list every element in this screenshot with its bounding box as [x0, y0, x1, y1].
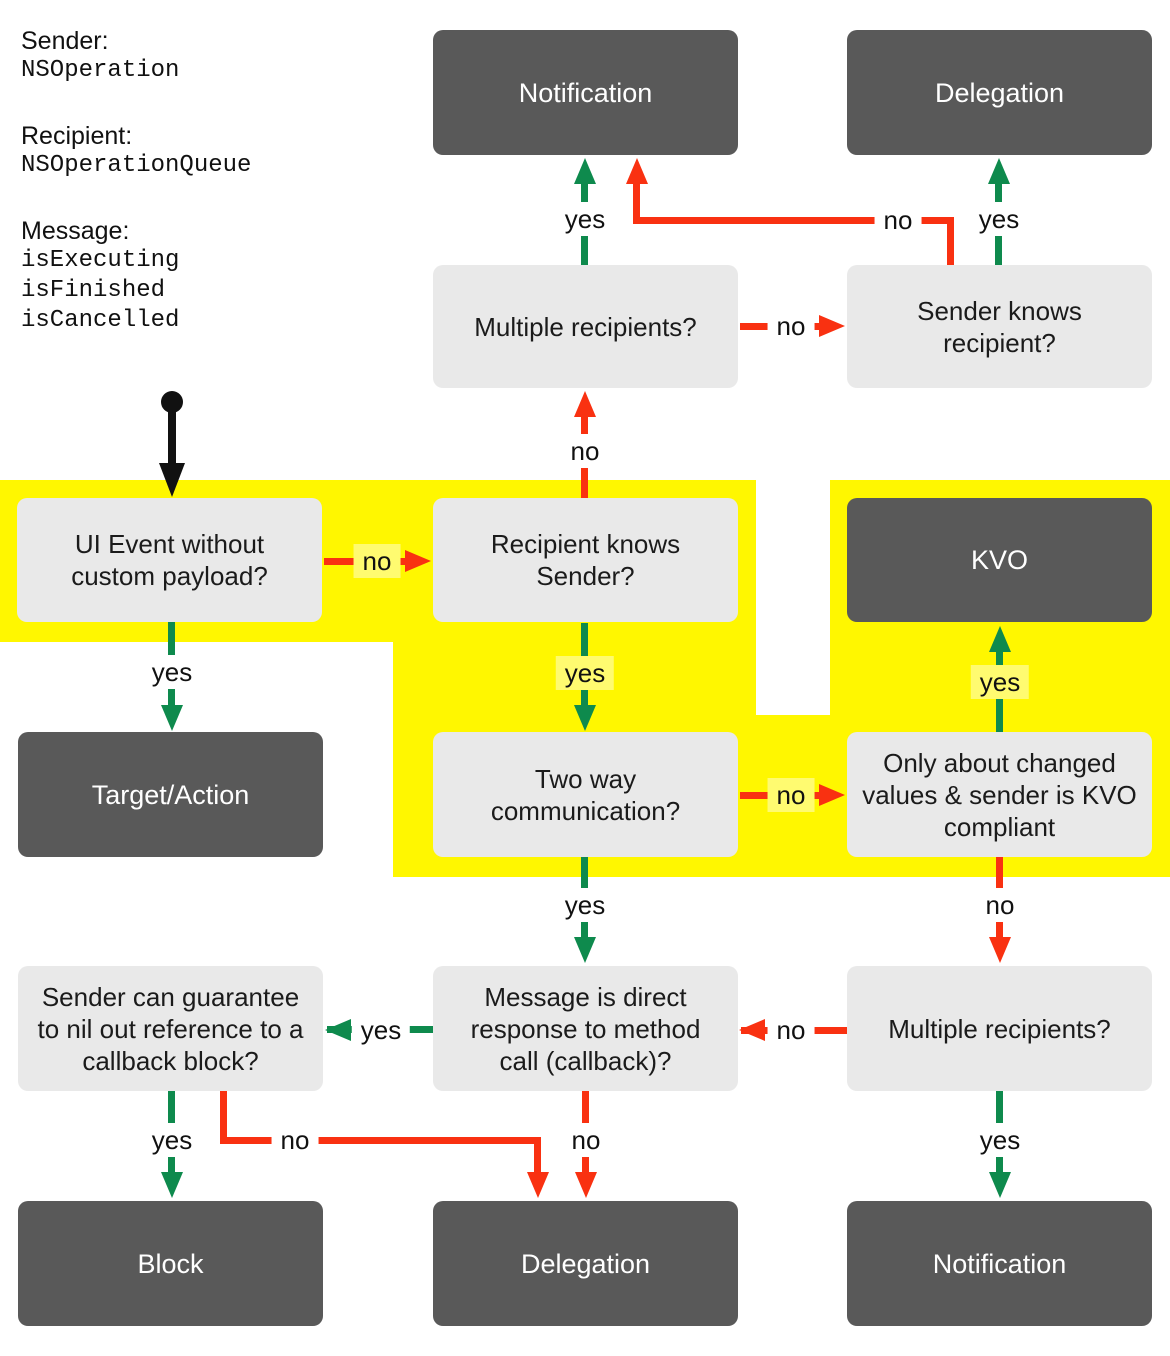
annotation-recipient-label: Recipient:	[21, 122, 133, 150]
edge-label-no: no	[767, 309, 815, 343]
arrowhead-up-icon	[574, 391, 596, 417]
edge-label-yes: yes	[351, 1013, 411, 1047]
start-arrow-shaft	[168, 402, 176, 465]
node-label: custom payload?	[71, 561, 268, 591]
node-label: to nil out reference to a	[37, 1013, 304, 1044]
node-delegation-bottom: Delegation	[433, 1201, 738, 1326]
node-label: compliant	[943, 811, 1056, 842]
node-multiple-recipients-bottom: Multiple recipients?	[847, 966, 1152, 1091]
node-kvo: KVO	[847, 498, 1152, 622]
node-label: KVO	[970, 545, 1029, 575]
edge-label-no: no	[767, 778, 815, 812]
arrowhead-up-icon	[574, 158, 596, 184]
arrowhead-down-icon	[989, 937, 1011, 963]
node-label: Notification	[518, 77, 653, 108]
annotation-message-value: isExecuting	[21, 247, 180, 274]
node-sender-knows-recipient: Sender knows recipient?	[847, 265, 1152, 388]
annotation-sender-label: Sender:	[21, 27, 109, 55]
node-label: Target/Action	[91, 779, 250, 810]
node-label: Delegation	[520, 1248, 651, 1279]
node-notification-top: Notification	[433, 30, 738, 155]
node-label: values & sender is KVO	[862, 779, 1137, 810]
edge-label-yes: yes	[142, 1123, 202, 1157]
node-message-direct: Message is direct response to method cal…	[433, 966, 738, 1091]
annotation-recipient-value: NSOperationQueue	[21, 152, 252, 179]
node-block: Block	[18, 1201, 323, 1326]
arrowhead-right-icon	[819, 784, 845, 806]
edge-label-yes: yes	[970, 665, 1030, 699]
node-target-action: Target/Action	[18, 732, 323, 857]
arrowhead-down-icon	[527, 1172, 549, 1198]
arrowhead-right-icon	[819, 315, 845, 337]
start-arrowhead-icon	[159, 463, 185, 497]
edge-label-no: no	[561, 434, 609, 468]
arrowhead-down-icon	[575, 1172, 597, 1198]
edge-label-yes: yes	[969, 202, 1029, 236]
node-label: callback block?	[82, 1045, 259, 1076]
edge-sender-knows-to-notification-h	[633, 217, 951, 224]
node-label: Two way	[534, 763, 637, 794]
arrowhead-down-icon	[161, 1172, 183, 1198]
edge-label-no: no	[562, 1123, 610, 1157]
arrowhead-down-icon	[574, 937, 596, 963]
edge-sender-guarantee-to-delegation-h	[220, 1137, 538, 1144]
arrowhead-down-icon	[161, 705, 183, 731]
node-label: Sender can guarantee	[41, 981, 300, 1012]
node-only-changed: Only about changed values & sender is KV…	[847, 732, 1152, 857]
node-label: Sender?	[536, 561, 635, 591]
arrowhead-left-icon	[739, 1019, 765, 1041]
edge-sender-knows-to-notification-v2	[633, 182, 640, 224]
node-ui-event: UI Event without custom payload?	[17, 498, 322, 622]
node-label: response to method	[470, 1013, 701, 1044]
node-label: Sender knows	[917, 295, 1082, 326]
annotation-sender-value: NSOperation	[21, 57, 180, 84]
node-label: Delegation	[934, 77, 1065, 108]
annotation-message-value: isCancelled	[21, 307, 180, 334]
annotation-panel: Sender: NSOperation Recipient: NSOperati…	[21, 26, 251, 336]
annotation-message-label: Message:	[21, 217, 130, 245]
node-label: Notification	[932, 1248, 1067, 1279]
node-label: recipient?	[943, 327, 1056, 358]
node-two-way: Two way communication?	[433, 732, 738, 857]
edge-label-no: no	[767, 1013, 815, 1047]
node-label: communication?	[490, 795, 681, 826]
edge-label-yes: yes	[142, 655, 202, 689]
node-label: Message is direct	[484, 981, 687, 1012]
edge-sender-guarantee-to-delegation-v2	[534, 1137, 541, 1175]
arrowhead-left-icon	[325, 1019, 351, 1041]
node-notification-bottom: Notification	[847, 1201, 1152, 1326]
edge-label-yes: yes	[970, 1123, 1030, 1157]
node-label: Multiple recipients?	[474, 311, 697, 342]
node-label: call (callback)?	[499, 1045, 672, 1076]
edge-label-no: no	[353, 544, 401, 578]
node-label: Block	[137, 1248, 204, 1279]
edge-label-no: no	[976, 888, 1024, 922]
arrowhead-up-icon	[988, 158, 1010, 184]
node-label: Recipient knows	[490, 529, 681, 559]
edge-label-yes: yes	[555, 888, 615, 922]
node-recipient-knows-sender: Recipient knows Sender?	[433, 498, 738, 622]
edge-label-no: no	[271, 1123, 319, 1157]
node-label: Only about changed	[883, 747, 1116, 778]
node-label: Multiple recipients?	[888, 1013, 1111, 1044]
arrowhead-right-icon	[405, 550, 431, 572]
edge-label-no: no	[874, 203, 922, 237]
arrowhead-down-icon	[989, 1172, 1011, 1198]
node-sender-guarantee: Sender can guarantee to nil out referenc…	[18, 966, 323, 1091]
edge-label-yes: yes	[555, 202, 615, 236]
annotation-message-value: isFinished	[21, 277, 166, 304]
arrowhead-down-icon	[574, 705, 596, 731]
edge-sender-guarantee-to-delegation-v1	[220, 1091, 227, 1140]
node-multiple-recipients-top: Multiple recipients?	[433, 265, 738, 388]
node-delegation-top: Delegation	[847, 30, 1152, 155]
arrowhead-up-icon	[989, 626, 1011, 652]
arrowhead-up-icon	[626, 158, 648, 184]
edge-label-yes: yes	[555, 656, 615, 690]
edge-sender-knows-to-notification-v1	[947, 217, 954, 265]
node-label: UI Event without	[74, 529, 265, 559]
